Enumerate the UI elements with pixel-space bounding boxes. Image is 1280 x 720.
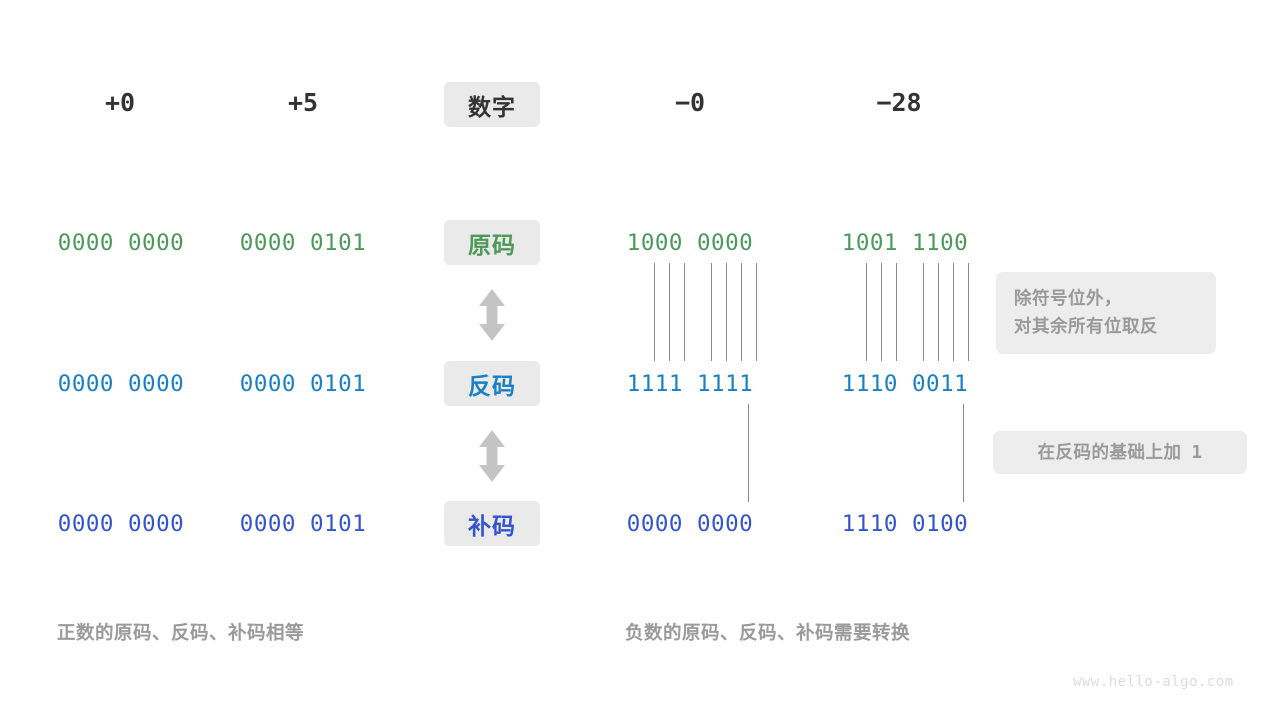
connector-line [654,263,656,361]
bits-ones-complement-minus-twentyeight: 1110 0011 [841,371,969,397]
connector-line [741,263,743,361]
header-minus-zero: −0 [674,88,706,117]
header-plus-five: +5 [287,88,319,117]
row-label-ones-complement: 反码 [444,361,540,406]
note-add-one-value: 1 [1191,442,1203,463]
connector-line [881,263,883,361]
carry-line [963,404,965,502]
note-invert-line1: 除符号位外， [1014,289,1122,309]
carry-line [748,404,750,502]
header-minus-twentyeight: −28 [876,88,922,117]
caption-positive: 正数的原码、反码、补码相等 [57,623,305,644]
note-invert-bits: 除符号位外， 对其余所有位取反 [996,272,1216,354]
bits-ones-complement-minus-zero: 1111 1111 [626,371,754,397]
bits-twos-complement-plus-zero: 0000 0000 [57,511,185,537]
bidirectional-arrow-icon [474,287,510,348]
bits-ones-complement-plus-five: 0000 0101 [239,371,367,397]
connector-line [866,263,868,361]
bits-sign-magnitude-plus-five: 0000 0101 [239,230,367,256]
note-invert-line2: 对其余所有位取反 [1014,317,1158,337]
header-badge-number: 数字 [444,82,540,127]
header-plus-zero: +0 [104,88,136,117]
connector-line [896,263,898,361]
connector-line [938,263,940,361]
bits-sign-magnitude-minus-zero: 1000 0000 [626,230,754,256]
note-add-one-text: 在反码的基础上加 [1037,442,1182,463]
bits-twos-complement-minus-zero: 0000 0000 [626,511,754,537]
connector-line [684,263,686,361]
bits-ones-complement-plus-zero: 0000 0000 [57,371,185,397]
bits-sign-magnitude-plus-zero: 0000 0000 [57,230,185,256]
row-label-sign-magnitude: 原码 [444,220,540,265]
connector-line [756,263,758,361]
connector-line [711,263,713,361]
row-label-twos-complement: 补码 [444,501,540,546]
watermark: www.hello-algo.com [1073,674,1234,690]
bits-sign-magnitude-minus-twentyeight: 1001 1100 [841,230,969,256]
connector-line [968,263,970,361]
connector-line [726,263,728,361]
connector-line [669,263,671,361]
bits-twos-complement-minus-twentyeight: 1110 0100 [841,511,969,537]
bidirectional-arrow-icon [474,428,510,489]
note-add-one: 在反码的基础上加 1 [993,431,1247,474]
connector-line [953,263,955,361]
bits-twos-complement-plus-five: 0000 0101 [239,511,367,537]
caption-negative: 负数的原码、反码、补码需要转换 [625,623,911,644]
connector-line [923,263,925,361]
